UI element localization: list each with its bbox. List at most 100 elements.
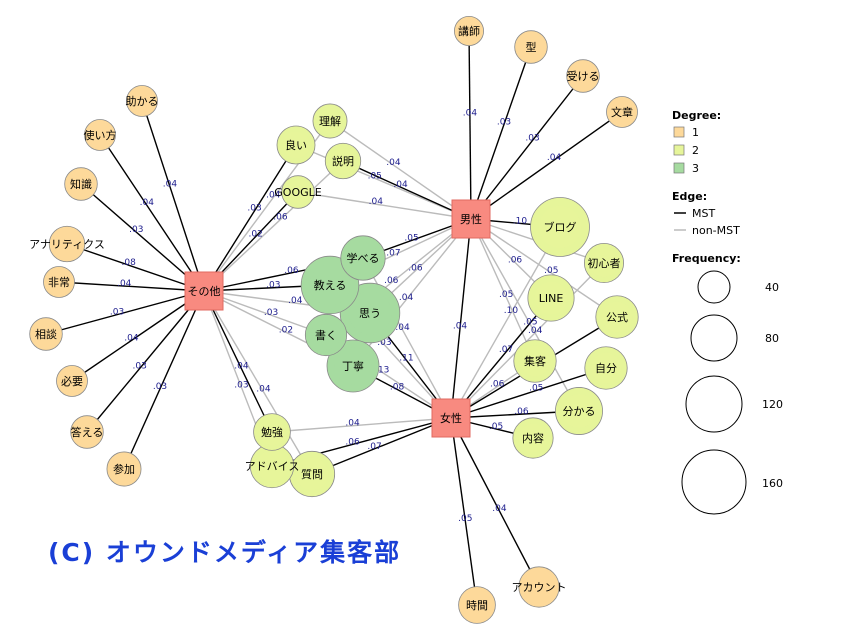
edge-dansei-setsumei: [342, 160, 472, 220]
node-label-tasukaru: 助かる: [126, 94, 159, 108]
node-kata[interactable]: 型: [514, 30, 548, 64]
edge-weight-josei-advice: .06: [345, 437, 360, 447]
node-shukyaku[interactable]: 集客: [513, 339, 557, 383]
edge-weight-sonota-benkyou: .04: [234, 362, 249, 372]
node-shoshinsha[interactable]: 初心者: [583, 242, 625, 284]
node-label-tsukaikata: 使い方: [84, 128, 117, 142]
node-teinei[interactable]: 丁寧: [326, 339, 380, 393]
edge-weight-sonota-soudan: .03: [110, 308, 124, 318]
node-circle-kotaeru: [70, 415, 104, 449]
legend-frequency-title: Frequency:: [672, 252, 741, 265]
node-label-line: LINE: [539, 292, 564, 305]
node-label-blog: ブログ: [544, 220, 577, 234]
node-koushiki[interactable]: 公式: [595, 295, 639, 339]
node-line[interactable]: LINE: [527, 274, 575, 322]
node-naiyou[interactable]: 内容: [512, 417, 554, 459]
node-circle-account: [518, 566, 560, 608]
node-soudan[interactable]: 相談: [29, 317, 63, 351]
legend-freq-120-label: 120: [762, 398, 783, 411]
node-core-line: [534, 281, 568, 315]
node-koushi[interactable]: 講師: [453, 15, 484, 47]
edge-weight-josei-jibun: .05: [529, 384, 543, 394]
node-label-shoshinsha: 初心者: [588, 256, 621, 270]
edge-sonota-kaku: [203, 290, 327, 336]
node-circle-bunshou: [606, 96, 638, 128]
node-yoi[interactable]: 良い: [276, 125, 316, 165]
edge-josei-benkyou: [271, 417, 452, 433]
node-hijou[interactable]: 非常: [43, 266, 75, 298]
node-label-advice: アドバイス: [245, 460, 300, 473]
node-hitsuyou[interactable]: 必要: [56, 365, 88, 397]
legend: Degree: 1 2 3 Edge: MST non-MST Frequenc…: [672, 109, 783, 515]
edge-weight-josei-account: .04: [492, 504, 507, 514]
edge-weight-dansei-omou: .06: [408, 264, 423, 274]
node-core-teinei: [334, 347, 372, 385]
edge-weight-dansei-josei: .04: [453, 321, 468, 331]
edge-weight-dansei-koushi: .04: [463, 109, 478, 119]
node-dansei[interactable]: 男性: [451, 199, 491, 239]
node-label-jibun: 自分: [595, 362, 617, 375]
node-label-kotaeru: 答える: [71, 425, 104, 439]
edge-weight-josei-oshieru: .03: [377, 338, 391, 348]
node-bunshou[interactable]: 文章: [606, 96, 638, 128]
node-label-shukyaku: 集客: [524, 354, 546, 368]
node-ukeru[interactable]: 受ける: [566, 59, 600, 93]
node-google[interactable]: GOOGLE: [274, 175, 322, 209]
node-jibun[interactable]: 自分: [584, 346, 628, 390]
node-advice[interactable]: アドバイス: [245, 443, 300, 489]
edge-weight-dansei-shukyaku: .05: [499, 290, 513, 300]
node-label-soudan: 相談: [35, 327, 57, 341]
edge-sonota-hijou: [58, 281, 205, 292]
node-core-shitsumon: [295, 457, 329, 491]
legend-degree-2-swatch: [673, 144, 685, 156]
node-tasukaru[interactable]: 助かる: [126, 85, 159, 117]
node-label-wakaru: 分かる: [563, 405, 596, 418]
node-setsumei[interactable]: 説明: [324, 142, 362, 180]
node-circle-ukeru: [566, 59, 600, 93]
node-rikai[interactable]: 理解: [312, 103, 348, 139]
edge-weight-sonota-tasukaru: .04: [163, 180, 178, 190]
node-sanka[interactable]: 参加: [106, 451, 142, 487]
edge-dansei-google: [297, 191, 472, 220]
edge-weight-dansei-yoi: .05: [368, 171, 382, 181]
edge-weight-dansei-manaberu: .05: [404, 233, 418, 243]
edge-label-layer: .04.06.04.03.02.03.04.05.04.04.06.06.05.…: [110, 109, 562, 524]
edge-weight-josei-omou: .11: [399, 353, 413, 363]
node-benkyou[interactable]: 勉強: [253, 413, 291, 451]
edge-sonota-tasukaru: [141, 100, 205, 292]
edge-weight-dansei-rikai: .04: [386, 158, 401, 168]
node-shitsumon[interactable]: 質問: [288, 450, 336, 498]
node-circle-koushi: [453, 15, 484, 47]
edge-sonota-shitsumon: [203, 290, 313, 475]
node-sonota[interactable]: その他: [184, 271, 224, 311]
hub-square-josei: [431, 398, 471, 438]
legend-edge-title: Edge:: [672, 190, 707, 203]
node-josei[interactable]: 女性: [431, 398, 471, 438]
node-kaku[interactable]: 書く: [304, 313, 348, 357]
node-label-teinei: 丁寧: [342, 359, 364, 373]
node-core-wakaru: [562, 394, 596, 428]
edge-weight-sonota-hijou: .04: [117, 279, 132, 289]
node-manaberu[interactable]: 学べる: [340, 235, 386, 281]
node-core-google: [286, 180, 310, 204]
edge-weight-sonota-kaku: .03: [264, 308, 278, 318]
node-circle-hitsuyou: [56, 365, 88, 397]
legend-degree-3-swatch: [673, 162, 685, 174]
node-label-benkyou: 勉強: [261, 425, 283, 439]
legend-freq-80-label: 80: [765, 332, 779, 345]
edge-weight-dansei-teinei: .04: [399, 293, 414, 303]
node-kotaeru[interactable]: 答える: [70, 415, 104, 449]
node-circle-soudan: [29, 317, 63, 351]
node-jikan[interactable]: 時間: [458, 586, 496, 624]
legend-freq-40-label: 40: [765, 281, 779, 294]
node-label-oshieru: 教える: [314, 279, 347, 292]
node-wakaru[interactable]: 分かる: [555, 387, 603, 435]
node-tsukaikata[interactable]: 使い方: [84, 119, 117, 151]
node-account[interactable]: アカウント: [512, 566, 567, 608]
node-analytics[interactable]: アナリティクス: [29, 225, 105, 263]
edge-weight-josei-kaku: .13: [375, 365, 389, 375]
node-blog[interactable]: ブログ: [530, 197, 590, 257]
node-core-manaberu: [347, 242, 379, 274]
edge-weight-josei-naiyou: .05: [489, 422, 503, 432]
node-chishiki[interactable]: 知識: [64, 167, 98, 201]
